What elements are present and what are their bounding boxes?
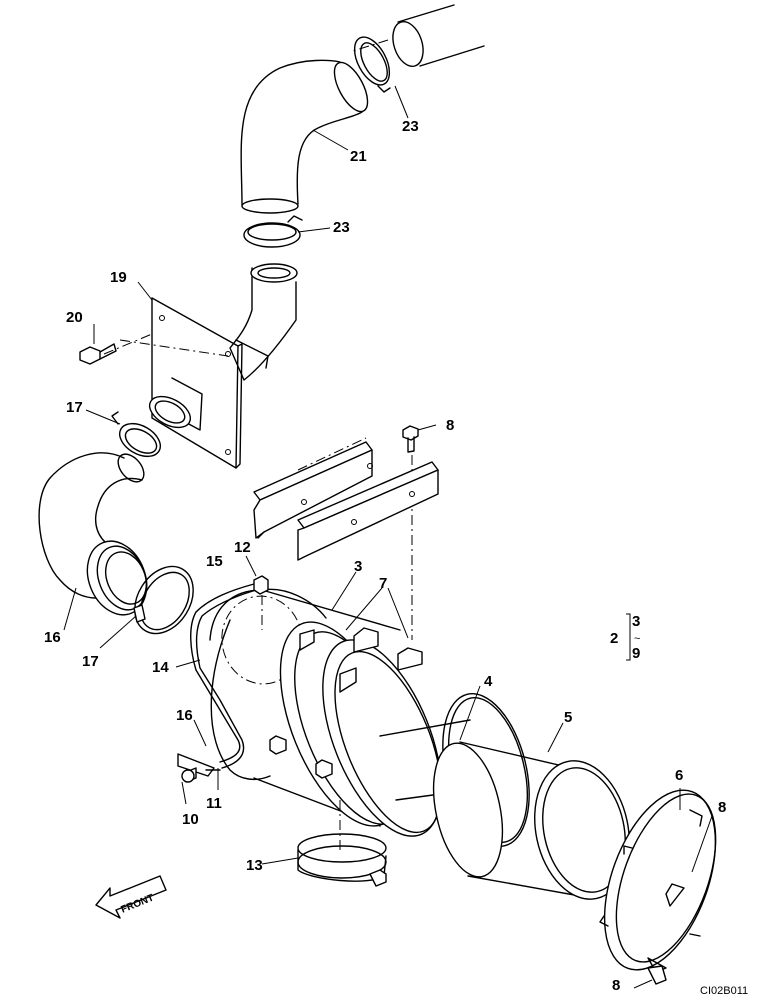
elbow-hose-17 xyxy=(38,452,148,616)
drawing-code: CI02B011 xyxy=(700,985,748,997)
callout-3: 3 xyxy=(354,558,362,575)
callout-4: 4 xyxy=(484,673,493,690)
flange-plate-20 xyxy=(103,263,298,469)
bolt-21 xyxy=(79,343,117,365)
callout-15: 14 xyxy=(152,659,169,676)
callout-11: 8 xyxy=(446,417,454,434)
front-arrow: FRONT xyxy=(95,875,167,919)
filter-element-5 xyxy=(432,741,630,900)
callout-17: 16 xyxy=(44,629,61,646)
callout-19: 17 xyxy=(66,399,83,416)
callout-7: 8 xyxy=(612,977,620,994)
angle-brackets xyxy=(253,437,439,561)
air-cleaner-body-3 xyxy=(209,588,471,850)
cover-6 xyxy=(599,789,717,973)
clamp-23-lower xyxy=(243,215,303,248)
callout-2: 2 xyxy=(610,630,618,647)
range-note: 2 3 ~ 9 xyxy=(610,613,640,662)
bolt-11 xyxy=(402,425,419,640)
callout-10: 7 xyxy=(379,575,387,592)
hose-15 xyxy=(190,575,269,769)
callout-20: 19 xyxy=(110,269,127,286)
callout-13: 11 xyxy=(206,795,222,812)
callout-9: 13 xyxy=(246,857,263,874)
intake-pipe xyxy=(349,4,485,67)
callout-12: 10 xyxy=(182,811,199,828)
elbow-hose-22 xyxy=(240,59,369,214)
clamp-band-9 xyxy=(297,833,387,887)
callout-5: 5 xyxy=(564,709,572,726)
leader-lines xyxy=(63,85,713,989)
callout-23-upper: 23 xyxy=(402,118,419,135)
valve-7 xyxy=(647,965,667,985)
callout-22: 21 xyxy=(350,148,367,165)
callout-16-upper: 15 xyxy=(206,553,223,570)
callout-18: 17 xyxy=(82,653,99,670)
clamp-19 xyxy=(111,411,161,458)
callout-8-range: 9 xyxy=(632,645,640,662)
callout-14: 12 xyxy=(234,539,251,556)
callout-21: 20 xyxy=(66,309,83,326)
clamp-23-upper xyxy=(353,36,391,93)
callout-8-lower: 8 xyxy=(718,799,726,816)
indicator-fitting-13 xyxy=(177,753,221,783)
range-tilde: ~ xyxy=(634,633,640,645)
callout-16-lower: 16 xyxy=(176,707,193,724)
callout-6: 6 xyxy=(675,767,683,784)
callout-3-range: 3 xyxy=(632,613,640,630)
callout-23-lower: 23 xyxy=(333,219,350,236)
clamp-18 xyxy=(133,565,194,635)
